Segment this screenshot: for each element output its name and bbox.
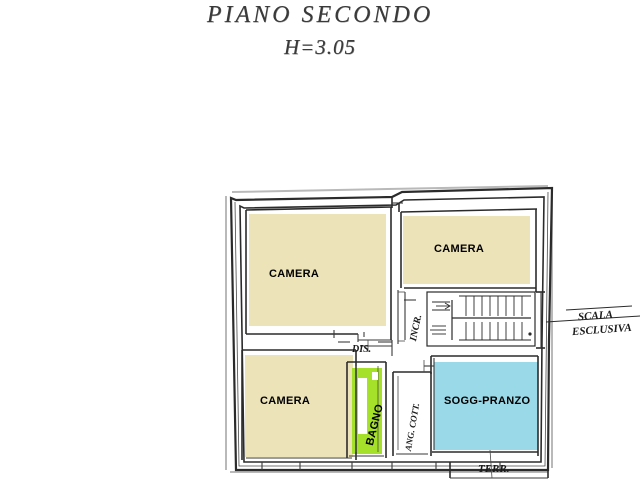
staircase bbox=[426, 291, 536, 347]
room-fills bbox=[245, 214, 538, 457]
annotation-leaders bbox=[338, 299, 640, 479]
wall-shadow-layer bbox=[225, 185, 553, 473]
room-fill-camera-bottom-left bbox=[245, 355, 353, 457]
room-fill-camera-top-right bbox=[403, 216, 530, 284]
room-fill-sogg-pranzo bbox=[434, 362, 538, 450]
room-fill-camera-top-left bbox=[249, 214, 386, 326]
interior-walls bbox=[241, 197, 549, 479]
